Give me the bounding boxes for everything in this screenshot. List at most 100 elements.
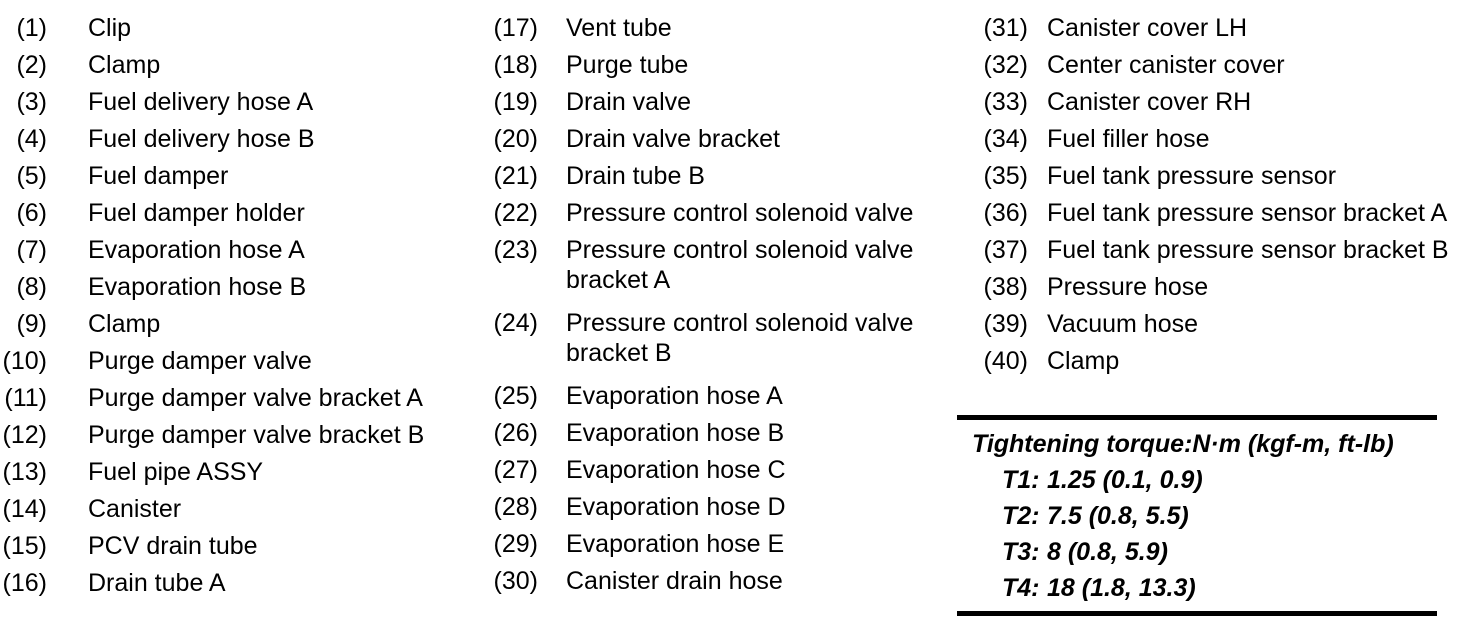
part-label: Drain valve: [566, 88, 692, 116]
torque-row: T3:8 (0.8, 5.9): [1002, 537, 1437, 567]
part-label: Drain valve bracket: [566, 125, 780, 153]
part-item: (20)Drain valve bracket: [480, 124, 946, 154]
part-label: Fuel delivery hose A: [88, 88, 314, 116]
part-number: (31): [983, 14, 1028, 42]
part-label: Fuel tank pressure sensor bracket B: [1047, 236, 1449, 264]
part-number: (18): [493, 51, 538, 79]
part-item: (9)Clamp: [0, 309, 488, 339]
part-item: (33) Canister cover RH: [960, 87, 1471, 117]
part-label: Clamp: [1047, 347, 1120, 375]
torque-table-rows: T1:1.25 (0.1, 0.9)T2:7.5 (0.8, 5.5)T3:8 …: [972, 465, 1437, 603]
torque-value: 18 (1.8, 13.3): [1047, 574, 1196, 602]
part-number: (33): [983, 88, 1028, 116]
part-number: (17): [493, 14, 538, 42]
part-number: (2): [16, 51, 47, 79]
part-item: (6) Fuel damper holder: [0, 198, 488, 228]
part-item: (18)Purge tube: [480, 50, 946, 80]
part-label: Vent tube: [566, 14, 672, 42]
torque-id: T3:: [1002, 538, 1040, 566]
part-item: (25)Evaporation hose A: [480, 381, 946, 411]
part-item: (1)Clip: [0, 13, 488, 43]
part-item: (12)Purge damper valve bracket B: [0, 420, 488, 450]
part-item: (19) Drain valve: [480, 87, 946, 117]
torque-value: 1.25 (0.1, 0.9): [1047, 466, 1203, 494]
part-number: (34): [983, 125, 1028, 153]
part-number: (32): [983, 51, 1028, 79]
torque-id: T1:: [1002, 466, 1040, 494]
part-label: Canister cover LH: [1047, 14, 1248, 42]
part-number: (26): [493, 419, 538, 447]
part-label: Clip: [88, 14, 132, 42]
part-label: Clamp: [88, 51, 161, 79]
part-number: (5): [16, 162, 47, 190]
part-number: (30): [493, 567, 538, 595]
part-number: (14): [2, 495, 47, 523]
part-number: (39): [983, 310, 1028, 338]
part-item: (22) Pressure control solenoid valve: [480, 198, 946, 228]
part-label: Pressure control solenoid valve bracket …: [566, 236, 914, 294]
part-item: (26) Evaporation hose B: [480, 418, 946, 448]
part-number: (24): [493, 309, 538, 337]
part-number: (27): [493, 456, 538, 484]
torque-table: Tightening torque:N·m (kgf-m, ft-lb) T1:…: [957, 415, 1437, 616]
part-item: (13)Fuel pipe ASSY: [0, 457, 488, 487]
part-label: Fuel tank pressure sensor: [1047, 162, 1337, 190]
part-label: Fuel tank pressure sensor bracket A: [1047, 199, 1448, 227]
part-item: (14) Canister: [0, 494, 488, 524]
part-label: Canister cover RH: [1047, 88, 1252, 116]
part-number: (3): [16, 88, 47, 116]
part-number: (15): [2, 532, 47, 560]
part-label: Center canister cover: [1047, 51, 1285, 79]
part-label: Canister: [88, 495, 182, 523]
torque-row: T1:1.25 (0.1, 0.9): [1002, 465, 1437, 495]
part-label: Pressure control solenoid valve: [566, 199, 914, 227]
part-label: PCV drain tube: [88, 532, 258, 560]
part-item: (21) Drain tube B: [480, 161, 946, 191]
part-number: (19): [493, 88, 538, 116]
part-label: Vacuum hose: [1047, 310, 1199, 338]
part-label: Drain tube A: [88, 569, 226, 597]
torque-id: T4:: [1002, 574, 1040, 602]
part-item: (11)Purge damper valve bracket A: [0, 383, 488, 413]
part-item: (35)Fuel tank pressure sensor: [960, 161, 1471, 191]
part-label: Canister drain hose: [566, 567, 783, 595]
part-label: Evaporation hose B: [88, 273, 307, 301]
part-label: Fuel damper holder: [88, 199, 305, 227]
part-label: Clamp: [88, 310, 161, 338]
part-item: (10)Purge damper valve: [0, 346, 488, 376]
part-label: Fuel damper: [88, 162, 229, 190]
part-item: (17) Vent tube: [480, 13, 946, 43]
torque-value: 8 (0.8, 5.9): [1047, 538, 1168, 566]
part-number: (6): [16, 199, 47, 227]
part-label: Evaporation hose C: [566, 456, 786, 484]
parts-column-1: (1)Clip (2) Clamp (3) Fuel delivery hose A (4…: [0, 13, 488, 605]
parts-column-3: (31) Canister cover LH (32) Center canister…: [960, 13, 1471, 383]
torque-id: T2:: [1002, 502, 1040, 530]
torque-value: 7.5 (0.8, 5.5): [1047, 502, 1189, 530]
part-number: (22): [493, 199, 538, 227]
part-item: (28)Evaporation hose D: [480, 492, 946, 522]
torque-row: T2:7.5 (0.8, 5.5): [1002, 501, 1437, 531]
part-label: Drain tube B: [566, 162, 705, 190]
part-number: (7): [16, 236, 47, 264]
part-item: (37)Fuel tank pressure sensor bracket B: [960, 235, 1471, 265]
part-number: (13): [2, 458, 47, 486]
part-label: Fuel delivery hose B: [88, 125, 315, 153]
part-item: (29)Evaporation hose E: [480, 529, 946, 559]
part-number: (28): [493, 493, 538, 521]
part-number: (12): [2, 421, 47, 449]
part-number: (23): [493, 236, 538, 264]
part-item: (39) Vacuum hose: [960, 309, 1471, 339]
part-item: (30) Canister drain hose: [480, 566, 946, 596]
part-item: (8) Evaporation hose B: [0, 272, 488, 302]
part-label: Purge damper valve bracket A: [88, 384, 423, 412]
part-item: (3) Fuel delivery hose A: [0, 87, 488, 117]
part-number: (8): [16, 273, 47, 301]
part-label: Evaporation hose B: [566, 419, 785, 447]
part-label: Pressure control solenoid valve bracket …: [566, 309, 914, 367]
part-number: (21): [493, 162, 538, 190]
part-number: (38): [983, 273, 1028, 301]
part-item: (4)Fuel delivery hose B: [0, 124, 488, 154]
part-item: (38)Pressure hose: [960, 272, 1471, 302]
